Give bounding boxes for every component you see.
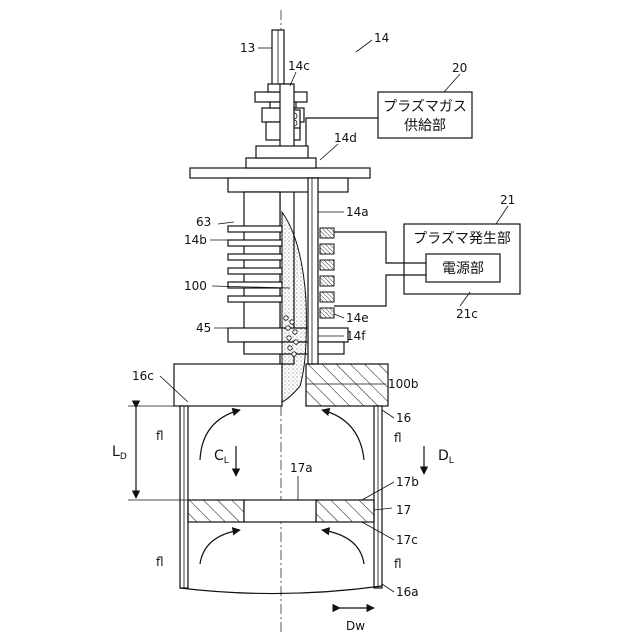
label-14: 14 <box>374 31 389 45</box>
label-21c: 21c <box>456 307 478 321</box>
partition-left <box>188 500 244 522</box>
label-Dw: Dw <box>346 619 365 633</box>
label-17a: 17a <box>290 461 313 475</box>
power-label: 電源部 <box>442 261 484 277</box>
upper-flange <box>190 168 370 178</box>
dimension-LD <box>128 406 188 500</box>
partition-opening <box>244 500 316 522</box>
label-fl-upper-right: fl <box>394 431 402 445</box>
flow-arrows <box>200 410 364 564</box>
label-fl-lower-right: fl <box>394 557 402 571</box>
block-right <box>306 364 388 406</box>
gas-supply-line1: プラズマガス <box>383 99 467 115</box>
label-DL: DL <box>438 448 454 466</box>
label-14d: 14d <box>334 131 357 145</box>
label-21: 21 <box>500 193 515 207</box>
label-13: 13 <box>240 41 255 55</box>
label-100b: 100b <box>388 377 419 391</box>
label-63: 63 <box>196 215 211 229</box>
label-fl-upper-left: fl <box>156 429 164 443</box>
label-20: 20 <box>452 61 467 75</box>
label-14b: 14b <box>184 233 207 247</box>
label-14f: 14f <box>346 329 366 343</box>
label-14e: 14e <box>346 311 369 325</box>
gas-supply-line2: 供給部 <box>404 118 446 134</box>
label-17: 17 <box>396 503 411 517</box>
label-16a: 16a <box>396 585 419 599</box>
block-16c <box>174 364 282 406</box>
tube-wall-14a <box>308 178 318 364</box>
label-17c: 17c <box>396 533 418 547</box>
label-16c: 16c <box>132 369 154 383</box>
plasma-region <box>282 212 306 402</box>
label-14a: 14a <box>346 205 369 219</box>
label-fl-lower-left: fl <box>156 555 164 569</box>
label-17b: 17b <box>396 475 419 489</box>
partition-right <box>316 500 374 522</box>
label-LD: LD <box>112 444 127 462</box>
induction-coil <box>320 228 334 318</box>
label-CL: CL <box>214 448 229 466</box>
label-45: 45 <box>196 321 211 335</box>
label-16: 16 <box>396 411 411 425</box>
plasma-gen-label: プラズマ発生部 <box>413 231 511 247</box>
label-100: 100 <box>184 279 207 293</box>
label-14c: 14c <box>288 59 310 73</box>
